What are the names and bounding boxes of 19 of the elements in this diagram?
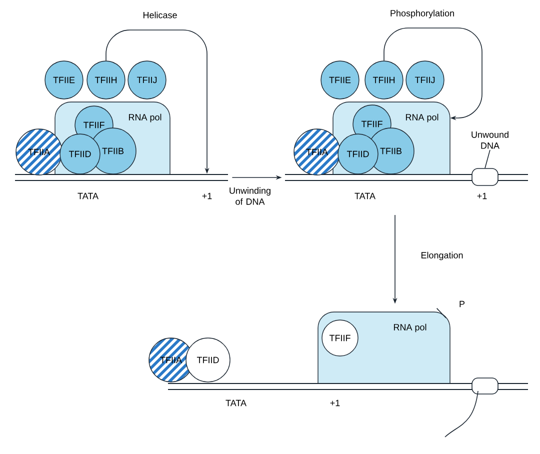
annotation-text: P bbox=[460, 300, 465, 308]
dna-double-strand bbox=[284, 174, 528, 181]
edge-label: Elongation bbox=[421, 252, 463, 260]
site-label: +1 bbox=[202, 192, 212, 200]
unwound-dna-bubble bbox=[472, 168, 498, 186]
edge-label: Phosphorylation bbox=[390, 10, 454, 18]
site-label: +1 bbox=[330, 400, 340, 406]
edge-label: Helicase bbox=[143, 12, 177, 18]
annotation-text: Unwound DNA bbox=[472, 131, 508, 149]
site-label: +1 bbox=[477, 192, 487, 200]
site-label: TATA bbox=[78, 192, 98, 200]
leader-line bbox=[436, 308, 446, 318]
site-label: TATA bbox=[354, 192, 376, 200]
leader-line bbox=[484, 150, 490, 168]
edge-label: Unwinding of DNA bbox=[230, 187, 270, 205]
dna-double-strand bbox=[14, 174, 228, 181]
dna-double-strand bbox=[168, 383, 528, 390]
site-label: TATA bbox=[226, 400, 246, 406]
arrow bbox=[384, 28, 482, 120]
